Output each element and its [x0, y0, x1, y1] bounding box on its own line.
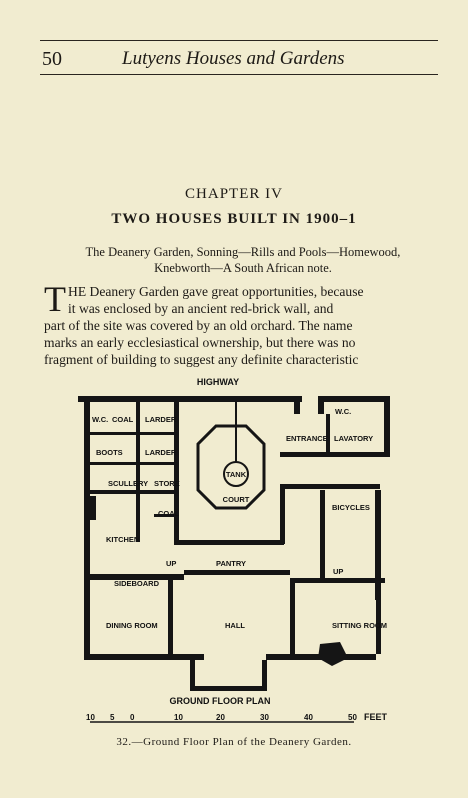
header-bottom-rule	[40, 74, 438, 75]
body-line: it was enclosed by an ancient red-brick …	[68, 301, 334, 316]
figure-caption: 32.—Ground Floor Plan of the Deanery Gar…	[116, 736, 352, 748]
room-label: COURT	[223, 495, 250, 504]
header-top-rule	[40, 40, 438, 41]
chapter-number: CHAPTER IV	[185, 186, 283, 202]
scale-tick: 5	[110, 713, 115, 722]
plan-highway-label: HIGHWAY	[197, 377, 239, 387]
room-label: KITCHEN	[106, 535, 139, 544]
room-label: LARDER	[145, 415, 177, 424]
room-label: LARDER	[145, 448, 177, 457]
body-line: marks an early ecclesiastical ownership,…	[44, 335, 356, 350]
synopsis-line: Knebworth—A South African note.	[154, 261, 332, 275]
plan-walls	[78, 396, 390, 691]
body-line: HE Deanery Garden gave great opportuniti…	[68, 284, 364, 299]
scale-unit: FEET	[364, 712, 388, 722]
room-label: DINING ROOM	[106, 621, 158, 630]
room-label: HALL	[225, 621, 245, 630]
room-label: PANTRY	[216, 559, 246, 568]
scale-tick: 10	[174, 713, 183, 722]
scale-ticks: 10 5 0 10 20 30 40 50	[86, 713, 357, 722]
synopsis-line: The Deanery Garden, Sonning—Rills and Po…	[85, 245, 401, 259]
room-label: SITTING ROOM	[332, 621, 387, 630]
room-label: SIDEBOARD	[114, 579, 160, 588]
scale-tick: 40	[304, 713, 313, 722]
room-label: STORE	[154, 479, 180, 488]
room-label: BICYCLES	[332, 503, 370, 512]
scale-tick: 20	[216, 713, 225, 722]
plan-title-label: GROUND FLOOR PLAN	[170, 696, 271, 706]
room-label: ENTRANCE	[286, 434, 328, 443]
room-label: UP	[166, 559, 176, 568]
scale-tick: 0	[130, 713, 135, 722]
ground-floor-plan: HIGHWAY	[78, 377, 390, 723]
room-label: COAL	[158, 509, 180, 518]
room-label: BOOTS	[96, 448, 123, 457]
room-label: SCULLERY	[108, 479, 148, 488]
scale-tick: 50	[348, 713, 357, 722]
room-label: W.C.	[92, 415, 108, 424]
room-label: LAVATORY	[334, 434, 373, 443]
running-title: Lutyens Houses and Gardens	[122, 48, 345, 69]
chapter-title: TWO HOUSES BUILT IN 1900–1	[111, 211, 357, 227]
room-label: W.C.	[335, 407, 351, 416]
chapter-synopsis: The Deanery Garden, Sonning—Rills and Po…	[46, 244, 440, 276]
drop-cap: T	[44, 279, 66, 319]
room-label: UP	[333, 567, 343, 576]
scale-tick: 30	[260, 713, 269, 722]
room-label: TANK	[226, 470, 247, 479]
body-line: part of the site was covered by an old o…	[44, 318, 353, 333]
court-octagon	[196, 424, 266, 510]
page-number: 50	[42, 48, 62, 70]
body-line: fragment of building to suggest any defi…	[44, 352, 359, 367]
scale-tick: 10	[86, 713, 95, 722]
body-text: T HE Deanery Garden gave great opportuni…	[44, 279, 442, 368]
plan-room-labels: W.C. COAL LARDER BOOTS LARDER SCULLERY S…	[92, 407, 387, 630]
room-label: COAL	[112, 415, 134, 424]
